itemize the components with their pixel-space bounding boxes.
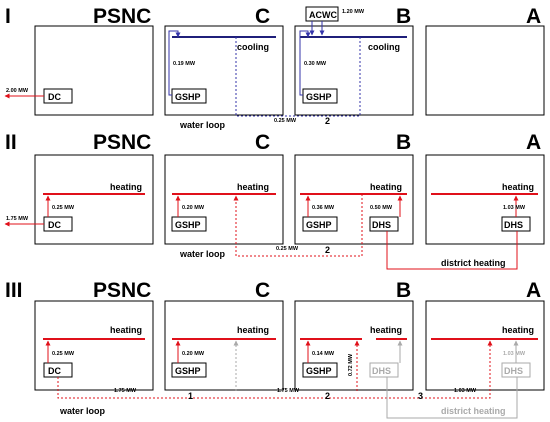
row-label-I: I [5,5,11,28]
heating-label-c-row2: heating [237,182,269,192]
heating-label-c-row3: heating [237,325,269,335]
building-c-row2 [164,154,284,245]
water-loop-number-3-row3: 3 [418,391,423,401]
a-dhs-heating-power-row3: 1.03 MW [503,351,526,357]
gshp-label-b-row1: GSHP [306,92,332,102]
building-a-row1 [425,25,545,116]
psnc-heating-power-row3: 0.25 MW [52,351,75,357]
dc-export-power-row2: 1.75 MW [6,216,29,222]
gshp-box-c-row3 [171,362,207,378]
column-label-a-row3: A [526,279,541,302]
water-loop-power-row1: 0.25 MW [274,118,297,124]
b-gshp-heating-power-row3: 0.14 MW [312,351,335,357]
dhs-label-b-row2: DHS [372,220,391,230]
gshp-box-b-row2 [302,216,338,232]
gshp-box-c-row2 [171,216,207,232]
dc-label-row1: DC [48,92,61,102]
heating-label-b-row3: heating [370,325,402,335]
dc-label-row3: DC [48,366,61,376]
building-psnc-row3 [34,300,154,391]
cooling-label-c: cooling [237,42,269,52]
building-b-row2 [294,154,414,245]
gshp-label-b-row3: GSHP [306,366,332,376]
gshp-box-b-row1 [302,88,338,104]
cooling-label-b: cooling [368,42,400,52]
building-b-row3 [294,300,414,391]
psnc-heating-power-row2: 0.25 MW [52,205,75,211]
water-loop-row3 [57,340,493,399]
c-cooling-flow [168,30,181,96]
column-label-b-row2: B [396,131,411,154]
district-heating-network-row3 [386,377,518,419]
a-dhs-heating-power-row2: 1.03 MW [503,205,526,211]
gshp-label-c-row2: GSHP [175,220,201,230]
water-loop-number-1-row3: 1 [188,391,193,401]
gshp-label-b-row2: GSHP [306,220,332,230]
gshp-box-b-row3 [302,362,338,378]
district-heating-label-row2: district heating [441,258,506,268]
row-label-III: III [5,279,23,302]
column-label-c-row2: C [255,131,270,154]
heating-label-b-row2: heating [370,182,402,192]
heating-label-a-row3: heating [502,325,534,335]
gshp-label-c-row1: GSHP [175,92,201,102]
district-heating-label-row3: district heating [441,406,506,416]
water-loop-row2 [233,194,363,257]
building-psnc-row2 [34,154,154,245]
water-loop-number-row1: 2 [325,116,330,126]
acwc-label: ACWC [309,10,337,20]
dhs-label-a-row3: DHS [504,366,523,376]
dhs-box-b-row3 [369,362,399,378]
c-heating-power-row3: 0.20 MW [182,351,205,357]
building-c-row1 [164,25,284,116]
c-heating-power-row2: 0.20 MW [182,205,205,211]
column-label-a-row1: A [526,5,541,28]
b-cooling-flow [299,30,311,96]
water-loop-label-row3: water loop [59,406,106,416]
acwc-power: 1.20 MW [342,9,365,15]
dhs-label-a-row2: DHS [504,220,523,230]
dc-label-row2: DC [48,220,61,230]
heating-label-a-row2: heating [502,182,534,192]
b-loop-vertical-power-row3: 0.72 MW [348,353,354,376]
building-b-row1 [294,25,414,116]
water-loop-power-row2: 0.25 MW [276,246,299,252]
water-loop-number-row2: 2 [325,245,330,255]
building-psnc-row1 [34,25,154,116]
district-heating-network-row2 [386,231,518,270]
water-loop-power-3-row3: 1.03 MW [454,388,477,394]
building-a-row3 [425,300,545,391]
dhs-label-b-row3: DHS [372,366,391,376]
dc-export-power-row1: 2.00 MW [6,88,29,94]
dhs-box-b-row2 [369,216,399,232]
building-c-row3 [164,300,284,391]
column-label-psnc-row3: PSNC [93,279,151,302]
building-a-row2 [425,154,545,245]
column-label-b-row1: B [396,5,411,28]
column-label-psnc-row1: PSNC [93,5,151,28]
column-label-c-row1: C [255,5,270,28]
heating-label-psnc-row2: heating [110,182,142,192]
column-label-a-row2: A [526,131,541,154]
water-loop-number-2-row3: 2 [325,391,330,401]
water-loop-power-1-row3: 1.75 MW [114,388,137,394]
heating-label-psnc-row3: heating [110,325,142,335]
column-label-psnc-row2: PSNC [93,131,151,154]
column-label-b-row3: B [396,279,411,302]
c-cooling-power: 0.19 MW [173,61,196,67]
row-label-II: II [5,131,17,154]
water-loop-row1 [235,37,361,117]
b-gshp-heating-power-row2: 0.36 MW [312,205,335,211]
gshp-label-c-row3: GSHP [175,366,201,376]
water-loop-label-row1: water loop [179,120,226,130]
water-loop-power-2-row3: 1.75 MW [277,388,300,394]
b-cooling-power: 0.30 MW [304,61,327,67]
column-label-c-row3: C [255,279,270,302]
b-dhs-heating-power-row2: 0.50 MW [370,205,393,211]
gshp-box-c-row1 [171,88,207,104]
water-loop-label-row2: water loop [179,249,226,259]
